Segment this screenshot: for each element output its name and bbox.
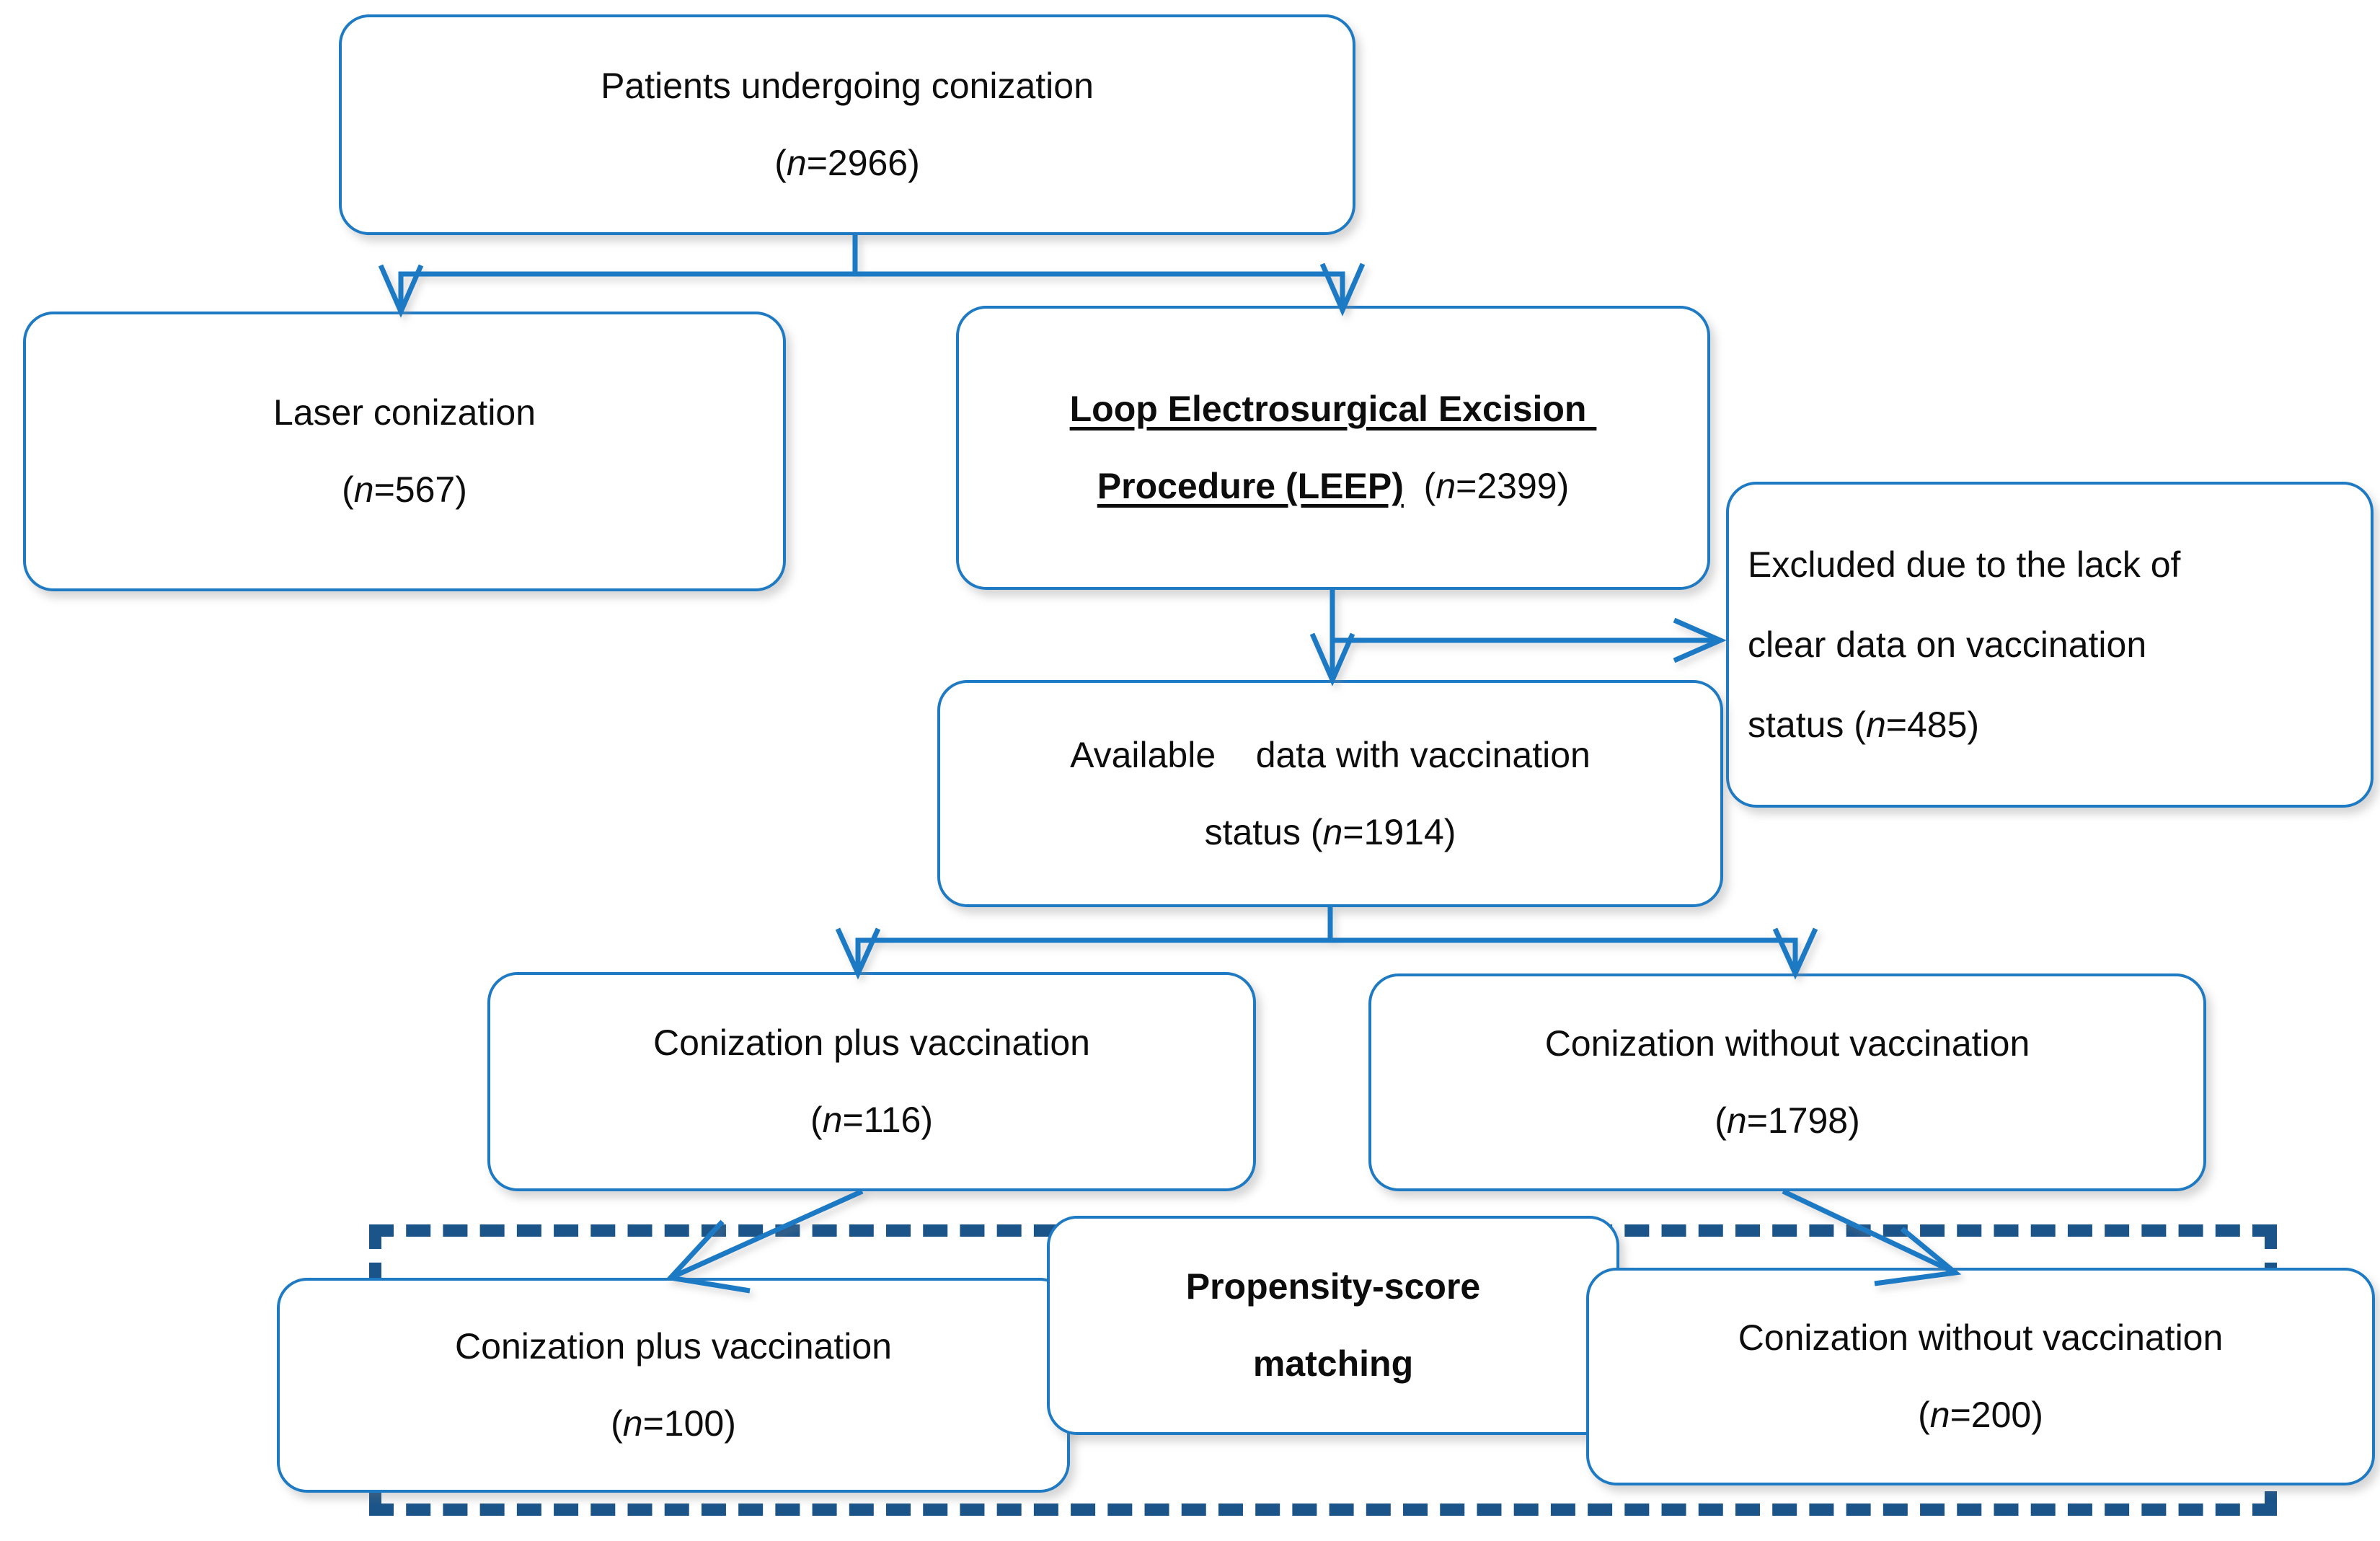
node-available-data[interactable]: Available data with vaccination status (… (937, 680, 1723, 907)
node-excluded-line3: status (n=485) (1748, 704, 1980, 745)
node-novacc-post-line2: (n=200) (1918, 1395, 2043, 1435)
node-excluded-line2: clear data on vaccination (1748, 624, 2147, 665)
node-vacc-post-line1: Conization plus vaccination (455, 1326, 892, 1366)
node-leep[interactable]: Loop Electrosurgical Excision Procedure … (956, 306, 1710, 590)
node-novacc-post-line1: Conization without vaccination (1738, 1317, 2224, 1358)
node-novacc-pre-line1: Conization without vaccination (1544, 1023, 2030, 1064)
node-total-conization[interactable]: Patients undergoing conization (n=2966) (339, 14, 1355, 235)
node-available-line1: Available data with vaccination (1070, 734, 1591, 775)
node-excluded[interactable]: Excluded due to the lack of clear data o… (1726, 482, 2374, 808)
node-vacc-pre-line1: Conization plus vaccination (653, 1023, 1090, 1063)
node-psm-line2: matching (1252, 1343, 1414, 1384)
node-propensity-score-matching[interactable]: Propensity-score matching (1047, 1216, 1619, 1435)
node-psm-line1: Propensity-score (1185, 1266, 1481, 1307)
node-excluded-line1: Excluded due to the lack of (1748, 544, 2181, 585)
node-novacc-pre-line2: (n=1798) (1715, 1100, 1860, 1141)
node-vacc-pre-line2: (n=116) (810, 1100, 934, 1140)
node-conization-plus-vaccination-matched[interactable]: Conization plus vaccination (n=100) (277, 1278, 1070, 1493)
node-laser-line1: Laser conization (273, 392, 536, 433)
node-total-line1: Patients undergoing conization (601, 66, 1094, 106)
node-laser-conization[interactable]: Laser conization (n=567) (23, 312, 786, 591)
node-leep-line2: Procedure (LEEP) (n=2399) (1097, 466, 1570, 506)
node-available-line2: status (n=1914) (1204, 811, 1456, 852)
node-total-line2: (n=2966) (774, 143, 920, 183)
node-vacc-post-line2: (n=100) (611, 1403, 736, 1444)
node-conization-plus-vaccination-pre[interactable]: Conization plus vaccination (n=116) (487, 972, 1256, 1191)
node-conization-without-vaccination-pre[interactable]: Conization without vaccination (n=1798) (1368, 973, 2206, 1191)
node-leep-line1: Loop Electrosurgical Excision (1069, 389, 1597, 429)
node-laser-line2: (n=567) (342, 469, 467, 510)
node-conization-without-vaccination-matched[interactable]: Conization without vaccination (n=200) (1586, 1268, 2375, 1485)
